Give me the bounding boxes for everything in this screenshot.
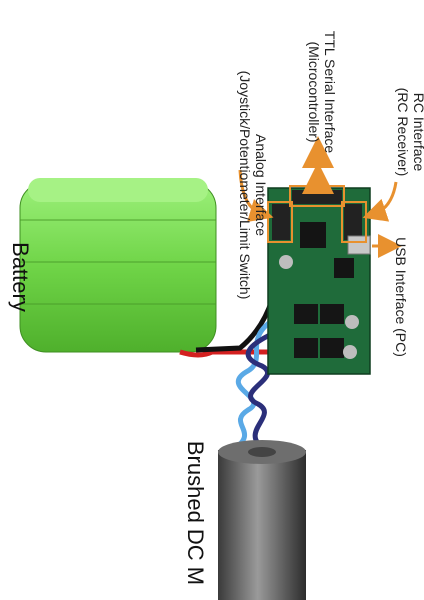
- label-rc-interface: RC Interface (RC Receiver): [395, 87, 424, 177]
- dc-motor: [218, 440, 306, 600]
- label-analog-interface: Analog Interface (Joystick/Potentiometer…: [237, 70, 269, 300]
- interface-arrows: [238, 136, 402, 258]
- controller-board: [267, 185, 371, 375]
- label-battery: Battery: [8, 242, 33, 312]
- motor-wires: [230, 315, 278, 453]
- label-usb-interface: USB Interface (PC): [393, 237, 409, 357]
- battery-pack: [19, 178, 217, 353]
- label-brushed-dc-motor: Brushed DC M: [183, 440, 208, 586]
- label-ttl-serial: TTL Serial Interface (Microcontroller): [306, 30, 338, 154]
